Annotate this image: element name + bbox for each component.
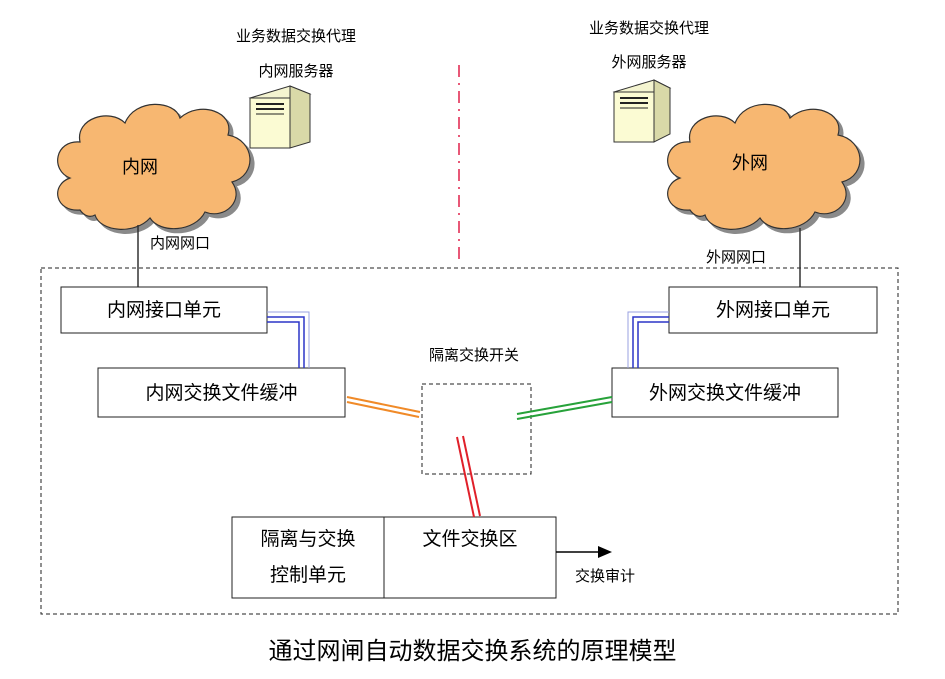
inner-server-label-line1: 业务数据交换代理	[235, 27, 357, 45]
audit-arrow-icon	[556, 546, 612, 558]
gateway-boundary	[40, 267, 899, 615]
outer-server-icon	[612, 79, 672, 143]
control-unit-label-line2: 控制单元	[269, 564, 346, 586]
inner-network-cloud-icon	[57, 103, 251, 230]
outer-cloud-label: 外网	[732, 153, 768, 174]
outer-server-label-line1: 业务数据交换代理	[588, 19, 710, 37]
inner-buffer-box	[97, 367, 346, 418]
control-unit-label-line1: 隔离与交换	[260, 528, 356, 550]
control-unit-box	[231, 516, 385, 599]
outer-green-link	[516, 396, 613, 420]
isolation-switch-label: 隔离交换开关	[428, 346, 520, 364]
inner-port-label: 内网网口	[150, 234, 211, 252]
outer-buffer-label: 外网交换文件缓冲	[648, 381, 801, 404]
outer-blue-link	[627, 311, 669, 368]
audit-label: 交换审计	[575, 567, 636, 585]
outer-interface-label: 外网接口单元	[715, 299, 830, 321]
inner-cloud-label: 内网	[122, 157, 158, 178]
inner-blue-link	[267, 311, 310, 368]
switch-red-link	[456, 435, 481, 518]
inner-interface-box	[60, 286, 268, 334]
outer-interface-box	[668, 286, 878, 334]
inner-server-icon	[248, 85, 312, 149]
outer-server-label-line2: 外网服务器	[611, 53, 687, 71]
file-exchange-label: 文件交换区	[422, 528, 518, 550]
outer-buffer-box	[611, 367, 839, 418]
file-exchange-box	[383, 516, 557, 599]
diagram-caption: 通过网闸自动数据交换系统的原理模型	[268, 637, 677, 665]
inner-orange-link	[346, 396, 421, 418]
outer-port-label: 外网网口	[706, 248, 767, 266]
outer-network-cloud-icon	[667, 103, 861, 230]
inner-server-label-line2: 内网服务器	[258, 62, 334, 80]
inner-interface-label: 内网接口单元	[106, 299, 221, 321]
isolation-switch-box	[421, 383, 532, 475]
inner-buffer-label: 内网交换文件缓冲	[145, 381, 298, 404]
